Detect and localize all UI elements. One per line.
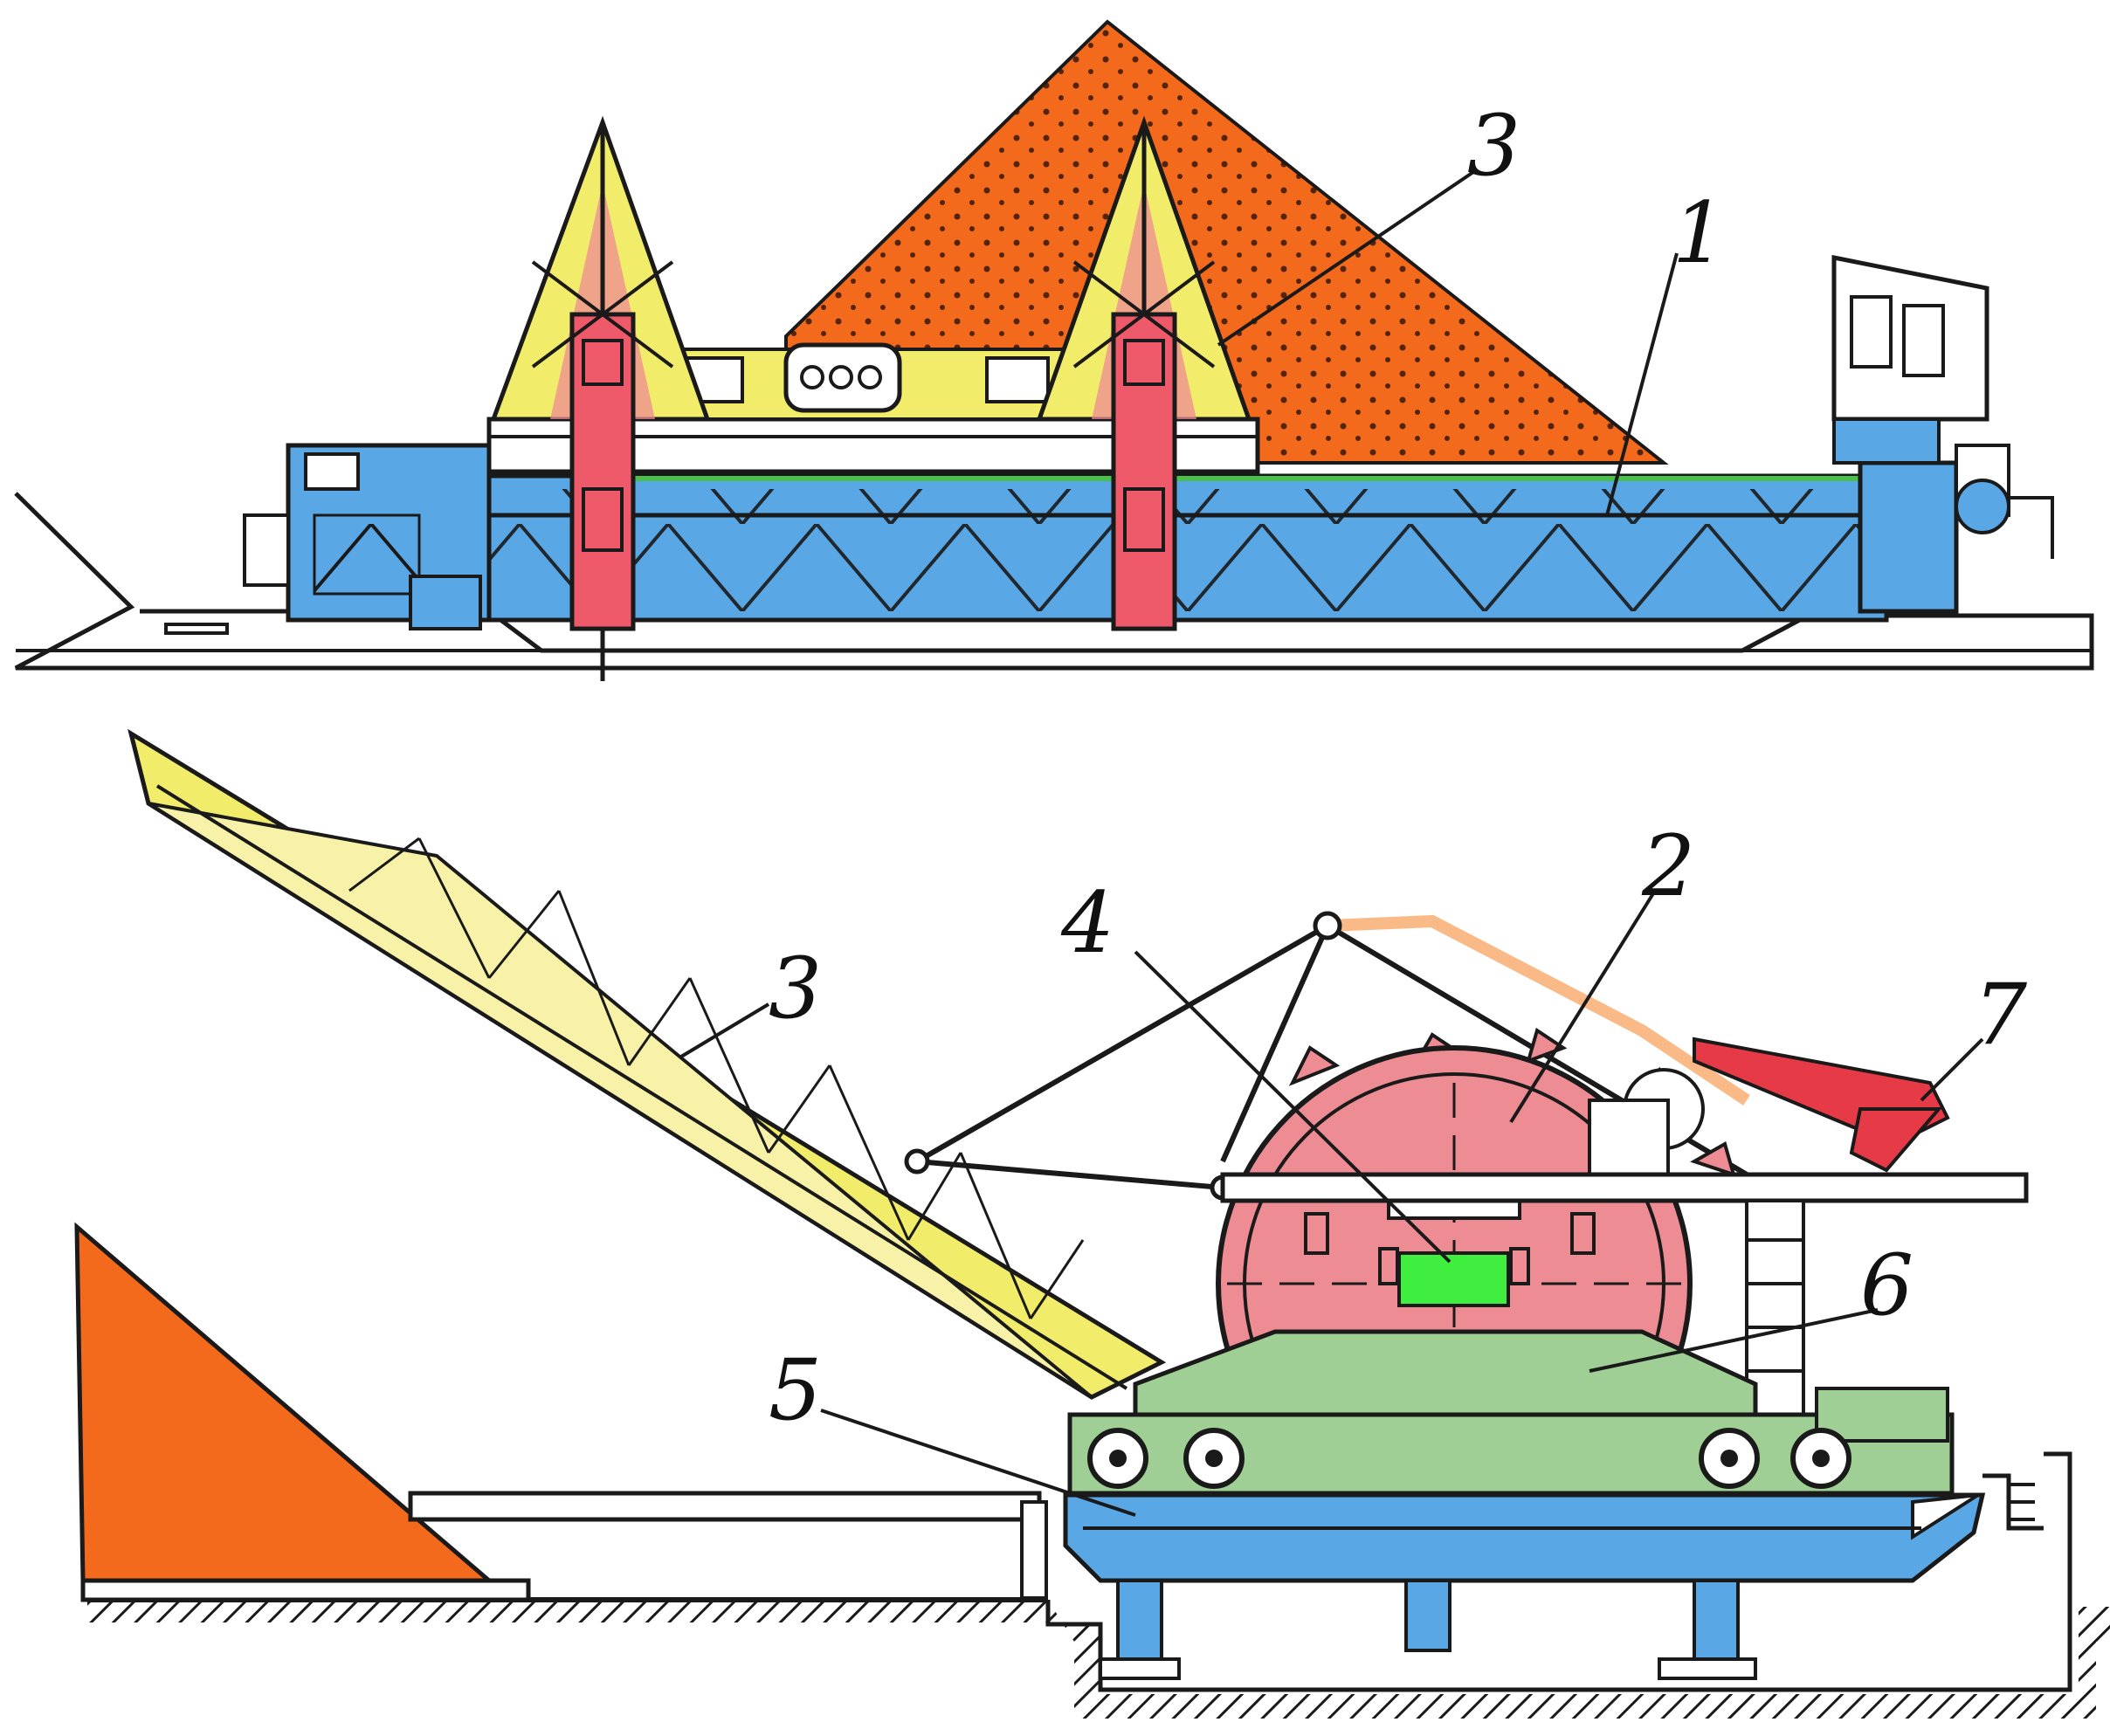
sensor-4 bbox=[1397, 1251, 1510, 1307]
boom bbox=[128, 728, 1167, 1400]
gallery-beam bbox=[1220, 1172, 2029, 1203]
callout-3-bottom: 3 bbox=[769, 940, 822, 1037]
leader-4 bbox=[1134, 950, 1451, 1264]
callout-5: 5 bbox=[769, 1341, 822, 1439]
callout-4: 4 bbox=[1060, 874, 1114, 972]
callout-2: 2 bbox=[1641, 817, 1695, 915]
stockpile-bottom bbox=[74, 1222, 495, 1583]
top-view: 3 1 bbox=[14, 19, 2094, 681]
operator-cab bbox=[1831, 254, 1989, 422]
callout-3-top: 3 bbox=[1467, 97, 1520, 195]
callout-1: 1 bbox=[1672, 184, 1726, 282]
leader-7 bbox=[1920, 1037, 1984, 1102]
rail-top bbox=[14, 492, 2094, 671]
pylon-left bbox=[490, 115, 711, 681]
leader-2 bbox=[1509, 889, 1657, 1124]
leader-3-top bbox=[1217, 169, 1478, 347]
ground-bottom bbox=[87, 1451, 2110, 1719]
callout-6: 6 bbox=[1860, 1237, 1913, 1334]
bottom-view: 3 4 2 7 6 5 bbox=[74, 728, 2110, 1719]
leader-5 bbox=[820, 1409, 1136, 1517]
arm-7 bbox=[1693, 1037, 1950, 1173]
leader-3-bottom bbox=[679, 1002, 770, 1058]
undercarriage-5 bbox=[1063, 1492, 1986, 1680]
frame-top bbox=[243, 254, 2054, 630]
cables bbox=[904, 911, 1750, 1201]
leader-6 bbox=[1589, 1308, 1879, 1373]
pylon-right bbox=[1036, 115, 1252, 631]
callout-7: 7 bbox=[1974, 966, 2027, 1064]
end-bracket bbox=[1982, 1473, 2044, 1531]
leader-1 bbox=[1605, 252, 1679, 516]
rail-bottom bbox=[80, 1491, 1048, 1602]
